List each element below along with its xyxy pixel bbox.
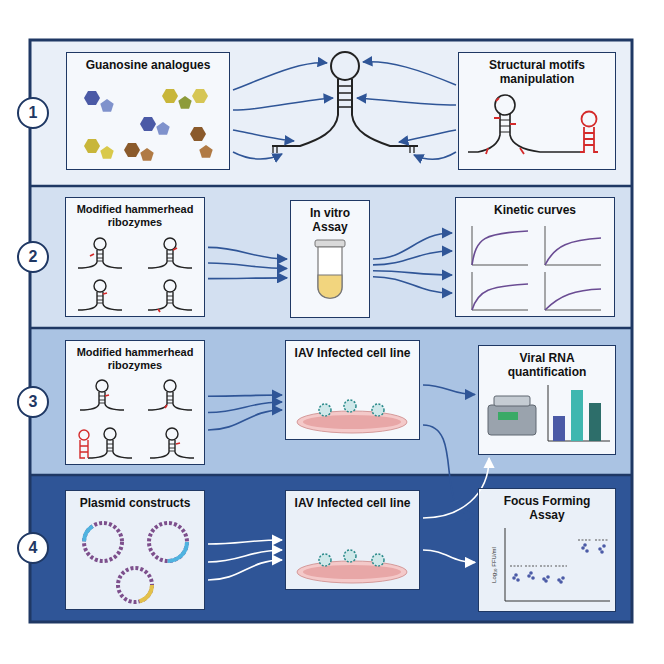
step-number-circle: 4 <box>17 532 49 564</box>
flow-arrow <box>423 425 475 515</box>
process-box: Plasmid constructs <box>65 490 205 610</box>
step-number: 3 <box>29 392 38 411</box>
arrow-stroke <box>373 271 452 275</box>
step-number-circle: 3 <box>17 386 49 418</box>
step-number: 4 <box>29 538 38 557</box>
box-title: Focus Forming Assay <box>485 494 609 523</box>
flow-arrow <box>208 247 287 278</box>
box-title: Structural motifs manipulation <box>465 58 609 87</box>
flow-arrow <box>208 395 282 430</box>
box-title: Guanosine analogues <box>73 58 223 72</box>
arrow-stroke <box>208 540 282 544</box>
arrow-stroke <box>423 550 475 562</box>
process-box: IAV Infected cell line <box>285 340 420 440</box>
step-number-circle: 1 <box>17 97 49 129</box>
process-box: Modified hammerhead ribozymes <box>65 340 205 465</box>
box-title: Viral RNA quantification <box>485 351 609 380</box>
flow-arrow <box>208 540 282 580</box>
step-number: 2 <box>29 247 38 266</box>
arrow-stroke <box>208 277 287 279</box>
arrow-stroke <box>423 385 475 395</box>
box-title: Modified hammerhead ribozymes <box>72 203 198 229</box>
arrow-stroke <box>373 233 452 259</box>
arrow-stroke <box>208 247 287 259</box>
process-box: Structural motifs manipulation <box>458 52 616 170</box>
process-box: In vitro Assay <box>290 200 370 318</box>
box-title: In vitro Assay <box>297 206 363 235</box>
box-title: Plasmid constructs <box>72 496 198 510</box>
process-box: Focus Forming Assay <box>478 488 616 612</box>
process-box: Kinetic curves <box>455 197 615 317</box>
step-number: 1 <box>29 103 38 122</box>
axis-label: Log₁₀ FFU/ml <box>491 547 497 583</box>
arrow-stroke <box>208 395 282 396</box>
flow-arrow <box>373 233 452 293</box>
step-number-circle: 2 <box>17 241 49 273</box>
box-title: Kinetic curves <box>462 203 608 217</box>
arrow-stroke <box>208 263 287 268</box>
arrow-stroke <box>208 560 282 580</box>
arrow-stroke <box>373 277 452 293</box>
flow-arrow <box>423 385 475 395</box>
box-title: IAV Infected cell line <box>292 346 413 360</box>
process-box: IAV Infected cell line <box>285 490 420 590</box>
process-box: Viral RNA quantification <box>478 345 616 455</box>
process-box: Guanosine analogues <box>66 52 230 170</box>
box-title: IAV Infected cell line <box>292 496 413 510</box>
arrow-stroke <box>423 425 475 515</box>
arrow-stroke <box>373 251 452 265</box>
flow-arrow <box>423 550 475 562</box>
process-box: Modified hammerhead ribozymes <box>65 197 205 317</box>
arrow-stroke <box>208 410 282 430</box>
box-title: Modified hammerhead ribozymes <box>72 346 198 372</box>
